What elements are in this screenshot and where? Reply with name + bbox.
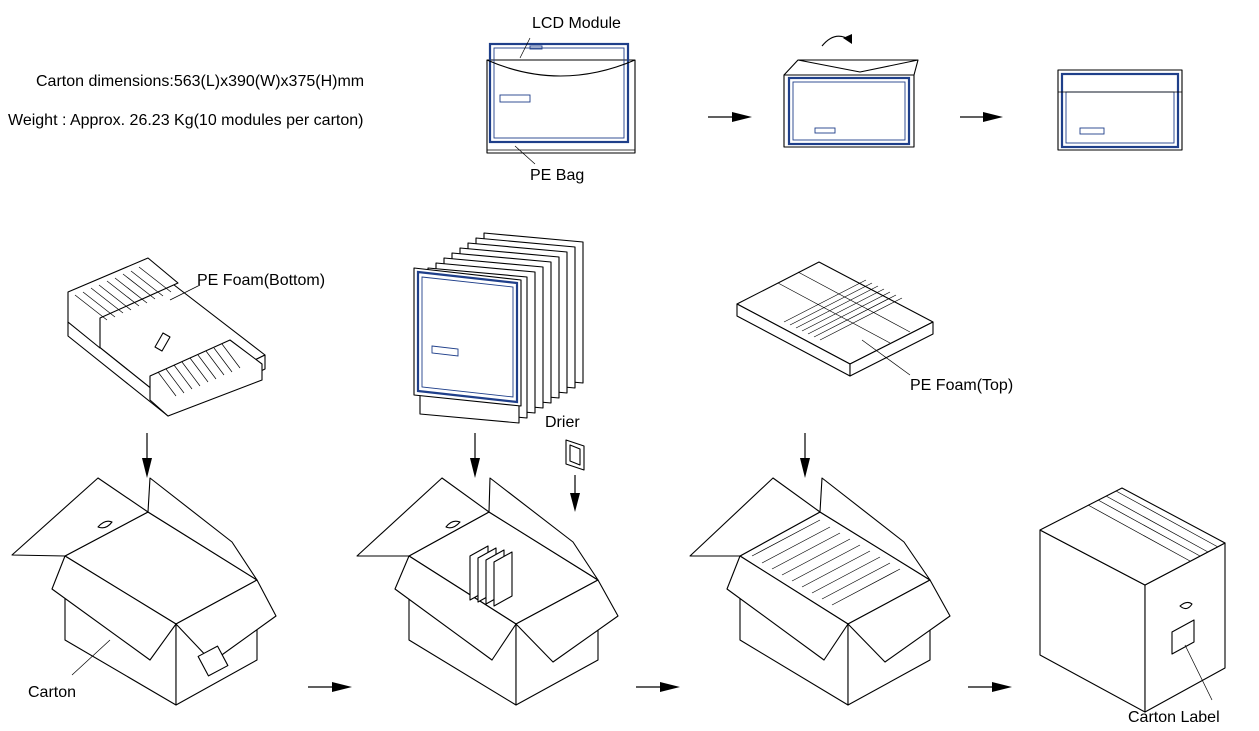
pe-foam-bottom: [67, 257, 266, 417]
carton-with-foam: [356, 477, 619, 706]
step-arrow-2: [960, 112, 1003, 122]
down-arrow-3: [570, 475, 580, 512]
down-arrow-4: [800, 433, 810, 478]
step-arrow-4: [636, 682, 680, 692]
down-arrow-2: [470, 433, 480, 478]
carton-label: Carton: [28, 684, 76, 701]
drier-label: Drier: [545, 414, 580, 431]
pe-foam-top: [736, 261, 934, 377]
module-stack: [413, 232, 584, 424]
bag-folding: [783, 34, 919, 148]
bag-folded: [1057, 69, 1183, 151]
carton-open-empty: [11, 477, 277, 706]
carton-with-modules: [689, 477, 951, 706]
drier: [565, 439, 585, 471]
lcd-module-label: LCD Module: [532, 15, 621, 32]
carton-weight-text: Weight : Approx. 26.23 Kg(10 modules per…: [8, 112, 363, 129]
pe-bag-label: PE Bag: [530, 167, 584, 184]
carton-label-label: Carton Label: [1128, 709, 1220, 726]
carton-dimensions-text: Carton dimensions:563(L)x390(W)x375(H)mm: [36, 73, 364, 90]
step-arrow-3: [308, 682, 352, 692]
pe-foam-bottom-label: PE Foam(Bottom): [197, 272, 325, 289]
step-arrow-1: [708, 112, 752, 122]
carton-closed: [1039, 487, 1226, 713]
step-arrow-5: [968, 682, 1012, 692]
lcd-module-in-bag: [486, 42, 636, 154]
down-arrow-1: [142, 433, 152, 478]
pe-foam-top-label: PE Foam(Top): [910, 377, 1013, 394]
